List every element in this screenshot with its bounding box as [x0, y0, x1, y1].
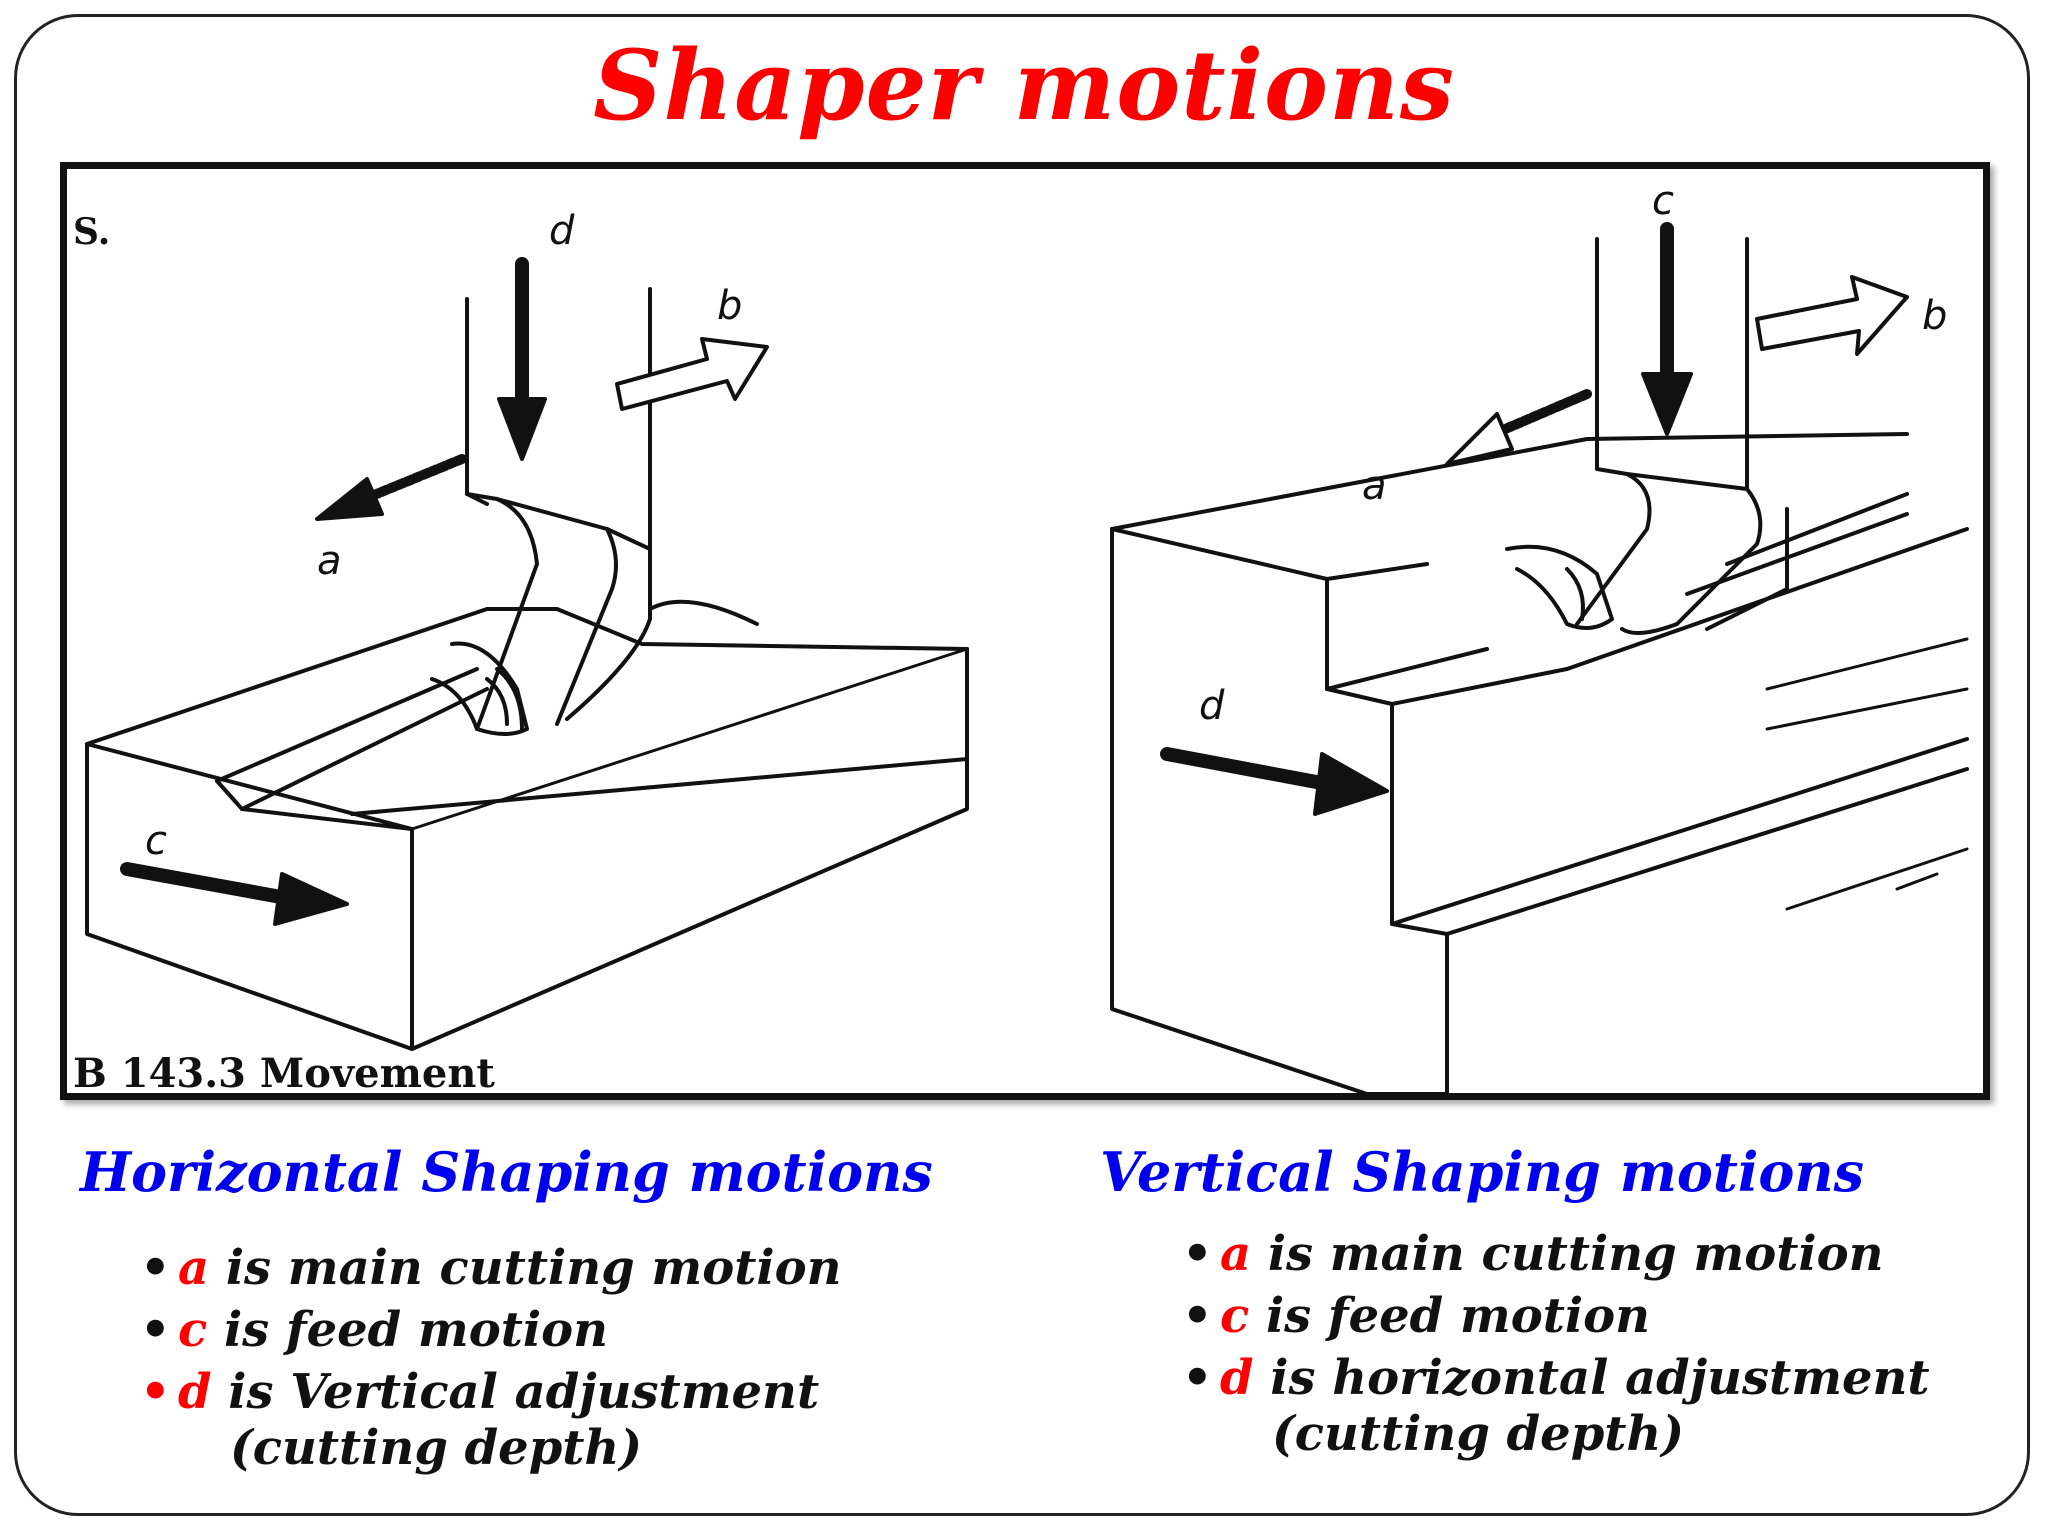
motion-letter: d	[1220, 1350, 1254, 1406]
motion-text: is horizontal adjustment	[1253, 1350, 1930, 1406]
label-v-c: c	[1652, 178, 1674, 224]
figure-caption: B 143.3 Movement	[73, 1050, 495, 1093]
motion-text-continued: (cutting depth)	[230, 1420, 643, 1476]
motion-letter: c	[1220, 1288, 1250, 1344]
motion-text: is main cutting motion	[1251, 1226, 1884, 1282]
horizontal-heading: Horizontal Shaping motions	[80, 1140, 933, 1204]
vertical-motions-list: •a is main cutting motion •c is feed mot…	[1182, 1226, 1930, 1474]
list-item: •c is feed motion	[1182, 1288, 1651, 1344]
vertical-heading: Vertical Shaping motions	[1100, 1140, 1865, 1204]
shaper-illustration: d b a c c b a d S. B 143.3 Movement	[73, 178, 1969, 1093]
vertical-arrows	[1160, 222, 1909, 816]
motion-letter: d	[178, 1364, 212, 1420]
list-item: •c is feed motion	[140, 1302, 609, 1358]
label-h-d: d	[549, 208, 575, 254]
label-h-b: b	[717, 283, 742, 329]
list-item: •a is main cutting motion	[1182, 1226, 1884, 1282]
horizontal-tool	[430, 287, 759, 736]
label-v-b: b	[1922, 293, 1947, 339]
motion-text: is main cutting motion	[209, 1240, 842, 1296]
figure-panel: d b a c c b a d S. B 143.3 Movement	[60, 162, 1990, 1100]
motion-text: is Vertical adjustment	[211, 1364, 820, 1420]
motion-text: is feed motion	[1249, 1288, 1651, 1344]
horizontal-workpiece	[85, 607, 969, 1051]
list-item: •a is main cutting motion	[140, 1240, 842, 1296]
label-v-a: a	[1362, 463, 1387, 509]
label-h-c: c	[145, 818, 167, 864]
motion-text-continued: (cutting depth)	[1272, 1406, 1685, 1462]
motion-text: is feed motion	[207, 1302, 609, 1358]
motion-letter: a	[178, 1240, 210, 1296]
label-h-a: a	[317, 538, 342, 584]
list-item: •d is horizontal adjustment (cutting dep…	[1182, 1350, 1930, 1462]
slide-title: Shaper motions	[593, 29, 1455, 142]
horizontal-arrows	[120, 257, 769, 926]
vertical-tool	[1505, 237, 1789, 635]
motion-letter: a	[1220, 1226, 1252, 1282]
list-item: •d is Vertical adjustment (cutting depth…	[140, 1364, 842, 1488]
label-v-d: d	[1199, 683, 1225, 729]
motion-letter: c	[178, 1302, 208, 1358]
horizontal-motions-list: •a is main cutting motion •c is feed mot…	[140, 1240, 842, 1488]
corner-mark: S.	[73, 211, 110, 253]
